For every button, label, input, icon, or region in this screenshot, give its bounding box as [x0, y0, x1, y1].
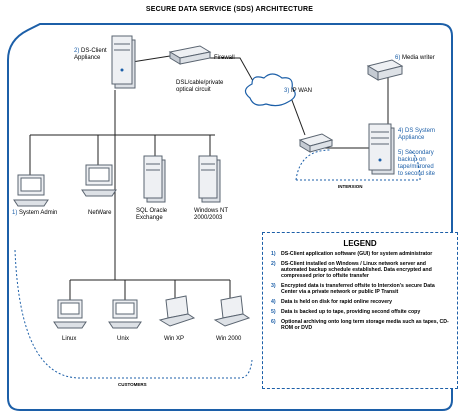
- interxion-router-icon: [298, 133, 334, 153]
- media-writer-text: Media writer: [402, 55, 435, 61]
- winnt-label: Windows NT 2000/2003: [194, 208, 229, 221]
- legend-item-num: 4): [271, 299, 276, 305]
- secondary-backup-label: 5) Secondary backup on tape/mirrored to …: [398, 150, 452, 178]
- secondary-text: Secondary backup on tape/mirrored to sec…: [398, 150, 436, 177]
- legend-item-3: 3) Encrypted data is transferred offsite…: [271, 283, 451, 295]
- media-writer-icon: [366, 59, 404, 81]
- ds-client-label: 2) DS-Client Appliance: [74, 48, 114, 62]
- system-admin-num: 1): [12, 210, 18, 216]
- netware-computer-icon: [81, 164, 117, 197]
- customers-label: CUSTOMERS: [118, 382, 147, 387]
- circuit-label: DSL/cable/private optical circuit: [176, 80, 224, 93]
- legend-item-4: 4) Data is held on disk for rapid online…: [271, 299, 451, 305]
- legend-item-text: Data is held on disk for rapid online re…: [281, 299, 392, 305]
- netware-label: NetWare: [88, 210, 112, 216]
- ds-client-num: 2): [74, 48, 80, 54]
- legend-box: LEGEND 1) DS-Client application software…: [262, 232, 458, 389]
- system-admin-text: System Admin: [19, 210, 58, 216]
- legend-item-5: 5) Data is backed up to tape, providing …: [271, 309, 451, 315]
- ds-system-num: 4): [398, 128, 404, 134]
- legend-item-2: 2) DS-Client installed on Windows / Linu…: [271, 261, 451, 279]
- system-admin-computer-icon: [13, 174, 49, 207]
- link-firewall-wan: [210, 57, 259, 91]
- wan-num: 3): [284, 88, 290, 94]
- ds-system-label: 4) DS System Appliance: [398, 128, 448, 142]
- outer-frame: [7, 23, 453, 411]
- legend-item-text: Data is backed up to tape, providing sec…: [281, 309, 421, 315]
- interxion-label: INTERXION: [338, 184, 363, 189]
- firewall-label: Firewall: [214, 55, 235, 61]
- win2000-laptop-icon: [213, 295, 251, 327]
- diagram-title: SECURE DATA SERVICE (SDS) ARCHITECTURE: [145, 6, 314, 13]
- ds-client-text: DS-Client Appliance: [74, 48, 107, 61]
- windows-nt-server-icon: [198, 155, 221, 203]
- legend-title: LEGEND: [343, 239, 377, 248]
- legend-item-6: 6) Optional archiving onto long term sto…: [271, 319, 451, 331]
- sql-label: SQL Oracle Exchange: [136, 208, 168, 221]
- linux-computer-icon: [53, 299, 87, 329]
- ds-client-server-icon: [111, 35, 136, 89]
- legend-item-num: 5): [271, 309, 276, 315]
- media-writer-num: 6): [395, 55, 401, 61]
- legend-item-text: DS-Client application software (GUI) for…: [281, 251, 433, 257]
- ds-system-appliance-icon: [368, 123, 395, 175]
- system-admin-label: 1) System Admin: [12, 210, 57, 217]
- legend-item-text: Encrypted data is transferred offsite to…: [281, 283, 435, 295]
- legend-item-num: 1): [271, 251, 276, 257]
- legend-item-num: 6): [271, 319, 276, 325]
- ds-system-text: DS System Appliance: [398, 128, 436, 141]
- legend-item-num: 2): [271, 261, 276, 267]
- linux-label: Linux: [62, 336, 77, 342]
- wan-label: 3) IP WAN: [284, 88, 312, 95]
- secondary-num: 5): [398, 150, 404, 156]
- firewall-icon: [168, 45, 212, 65]
- media-writer-label: 6) Media writer: [395, 55, 435, 62]
- legend-item-num: 3): [271, 283, 276, 289]
- ip-wan-cloud-icon: [244, 73, 296, 107]
- interxion-zone: [295, 149, 421, 181]
- link-wan-router: [289, 94, 306, 136]
- legend-item-1: 1) DS-Client application software (GUI) …: [271, 251, 451, 257]
- unix-computer-icon: [108, 299, 142, 329]
- winxp-laptop-icon: [158, 295, 196, 327]
- wan-text: IP WAN: [291, 88, 313, 94]
- legend-item-text: DS-Client installed on Windows / Linux n…: [281, 261, 432, 279]
- legend-item-text: Optional archiving onto long term storag…: [281, 319, 449, 331]
- link-ds-client-firewall: [131, 55, 171, 63]
- sql-server-icon: [143, 155, 166, 203]
- win2000-label: Win 2000: [216, 336, 242, 342]
- customers-zone: [14, 249, 253, 379]
- winxp-label: Win XP: [164, 336, 185, 342]
- unix-label: Unix: [117, 336, 130, 342]
